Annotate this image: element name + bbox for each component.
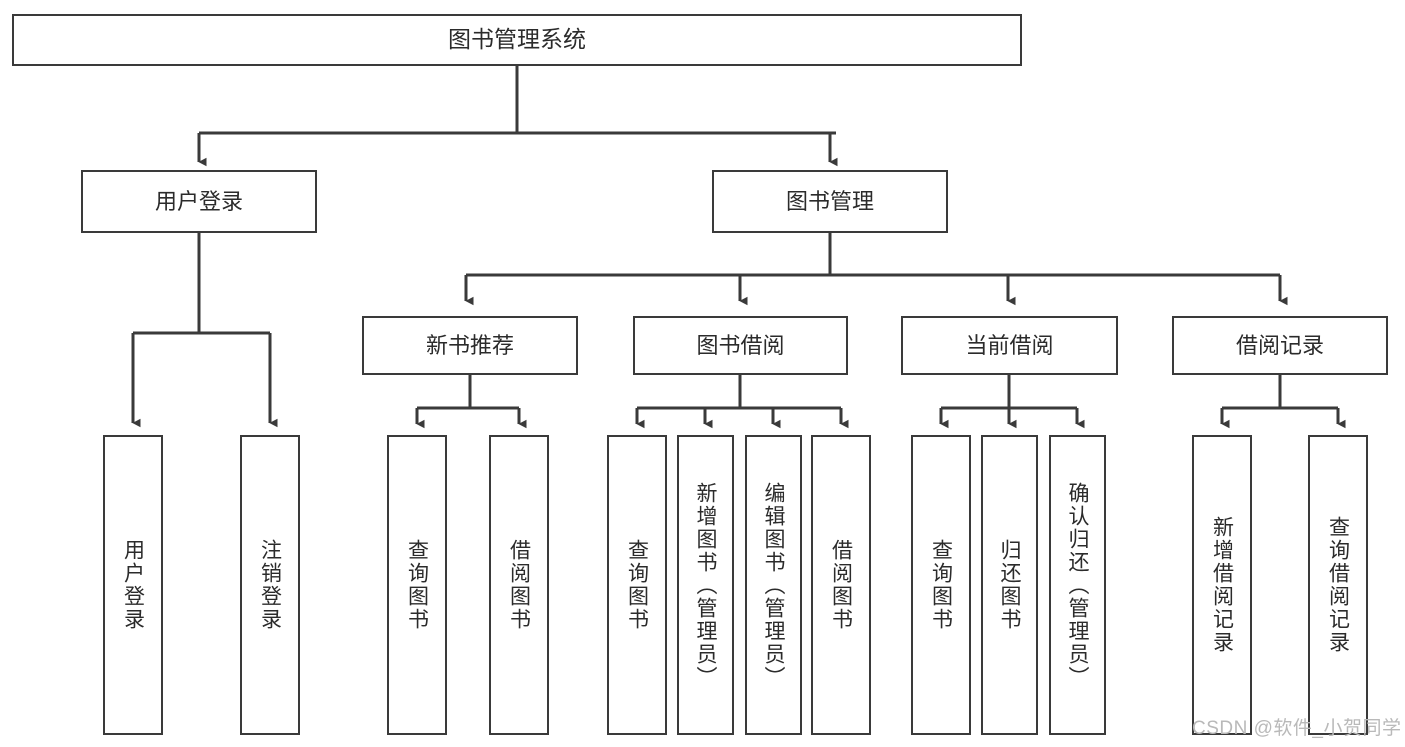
leaf-logout-login[interactable]: 注销登录 <box>240 435 300 735</box>
leaf-add-borrow-record[interactable]: 新增借阅记录 <box>1192 435 1252 735</box>
node-label: 借阅图书 <box>829 539 853 631</box>
leaf-edit-book[interactable]: 编辑图书（管理员） <box>745 435 802 735</box>
node-label: 图书管理系统 <box>448 26 586 53</box>
node-label: 编辑图书（管理员） <box>762 481 785 689</box>
node-label: 注销登录 <box>258 539 282 631</box>
node-label: 借阅记录 <box>1235 332 1324 358</box>
node-label: 查询图书 <box>929 539 953 631</box>
node-label: 查询图书 <box>625 539 649 631</box>
csdn-watermark: CSDN @软件_小贺同学 <box>1192 718 1402 739</box>
node-label: 归还图书 <box>998 539 1021 631</box>
leaf-query-book-recommend[interactable]: 查询图书 <box>387 435 447 735</box>
node-book-manage[interactable]: 图书管理 <box>712 170 948 233</box>
leaf-return-book[interactable]: 归还图书 <box>981 435 1038 735</box>
node-root-system[interactable]: 图书管理系统 <box>12 14 1022 66</box>
leaf-confirm-return[interactable]: 确认归还（管理员） <box>1049 435 1106 735</box>
leaf-query-borrow-record[interactable]: 查询借阅记录 <box>1308 435 1368 735</box>
leaf-add-book[interactable]: 新增图书（管理员） <box>677 435 734 735</box>
node-label: 查询图书 <box>405 539 429 631</box>
node-label: 确认归还（管理员） <box>1066 481 1089 689</box>
node-label: 图书借阅 <box>696 332 785 358</box>
leaf-borrow-book-recommend[interactable]: 借阅图书 <box>489 435 549 735</box>
node-user-login[interactable]: 用户登录 <box>81 170 317 233</box>
node-label: 图书管理 <box>785 188 874 214</box>
node-current-borrow[interactable]: 当前借阅 <box>901 316 1118 375</box>
node-new-book-recommend[interactable]: 新书推荐 <box>362 316 578 375</box>
node-label: 新增图书（管理员） <box>694 481 717 689</box>
leaf-borrow-book-borrow[interactable]: 借阅图书 <box>811 435 871 735</box>
node-label: 用户登录 <box>121 539 145 631</box>
node-label: 查询借阅记录 <box>1326 516 1350 654</box>
node-book-borrow[interactable]: 图书借阅 <box>633 316 848 375</box>
node-borrow-record[interactable]: 借阅记录 <box>1172 316 1388 375</box>
node-label: 当前借阅 <box>965 332 1054 358</box>
node-label: 新增借阅记录 <box>1210 516 1234 654</box>
node-label: 用户登录 <box>154 188 243 214</box>
leaf-user-login[interactable]: 用户登录 <box>103 435 163 735</box>
node-label: 借阅图书 <box>507 539 531 631</box>
node-label: 新书推荐 <box>425 332 514 358</box>
leaf-query-book-borrow[interactable]: 查询图书 <box>607 435 667 735</box>
leaf-query-book-current[interactable]: 查询图书 <box>911 435 971 735</box>
